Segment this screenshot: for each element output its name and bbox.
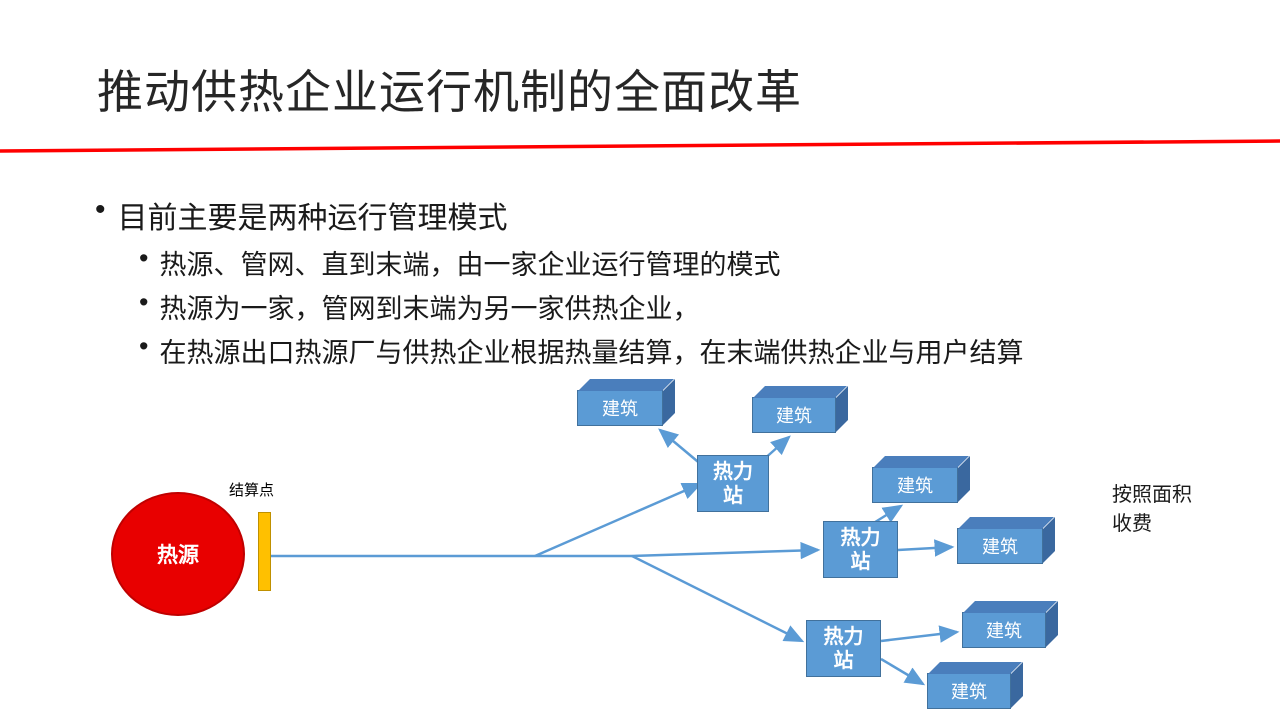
building-top-face (928, 662, 1022, 674)
connector-s3-building-6 (880, 657, 926, 686)
building-node: 建筑 (752, 397, 836, 433)
building-side-face (958, 456, 970, 502)
bullet-level2-item: • 热源、管网、直到末端，由一家企业运行管理的模式 (139, 243, 780, 282)
connector-s3-building-5 (880, 625, 960, 643)
bullet-level1-text: 目前主要是两种运行管理模式 (117, 202, 508, 235)
bullet-glyph: • (139, 331, 149, 361)
connector-to-station-2 (631, 541, 821, 560)
title-underline (0, 139, 1280, 153)
building-side-face (836, 386, 848, 432)
heat-station-node: 热力站 (697, 455, 769, 512)
heat-station-label: 热力站 (840, 526, 881, 573)
building-label: 建筑 (951, 682, 987, 702)
connector-s1-building-1 (658, 428, 704, 467)
building-label: 建筑 (602, 399, 638, 419)
heat-station-node: 热力站 (823, 521, 898, 578)
building-side-face (663, 379, 675, 425)
bullet-glyph: • (139, 243, 149, 273)
heat-source-label: 热源 (157, 544, 199, 567)
building-label: 建筑 (776, 406, 812, 426)
heat-source-node: 热源 (111, 492, 245, 616)
bullet-level2-item: • 在热源出口热源厂与供热企业根据热量结算，在末端供热企业与用户结算 (139, 331, 1023, 370)
building-top-face (753, 386, 847, 398)
building-top-face (873, 456, 969, 468)
building-side-face (1011, 662, 1023, 708)
bullet-glyph: • (139, 287, 149, 317)
connector-to-station-1 (534, 482, 703, 558)
connector-s2-building-4 (897, 539, 955, 557)
building-top-face (963, 601, 1057, 613)
building-node: 建筑 (927, 673, 1011, 709)
heat-station-label: 热力站 (823, 625, 864, 672)
building-side-face (1043, 517, 1055, 563)
building-label: 建筑 (982, 537, 1018, 557)
bullet-level2-text: 热源、管网、直到末端，由一家企业运行管理的模式 (159, 250, 781, 280)
building-label: 建筑 (986, 621, 1022, 641)
building-node: 建筑 (962, 612, 1046, 648)
bullet-level2-text: 在热源出口热源厂与供热企业根据热量结算，在末端供热企业与用户结算 (159, 338, 1024, 368)
bullet-level1: • 目前主要是两种运行管理模式 (95, 193, 508, 237)
building-top-face (578, 379, 674, 391)
building-top-face (958, 517, 1054, 529)
heat-station-node: 热力站 (806, 620, 881, 677)
bullet-level2-item: • 热源为一家，管网到末端为另一家供热企业， (139, 287, 699, 326)
building-node: 建筑 (957, 528, 1043, 564)
building-side-face (1046, 601, 1058, 647)
settlement-point-bar (258, 512, 271, 591)
slide-title: 推动供热企业运行机制的全面改革 (97, 66, 802, 118)
building-label: 建筑 (897, 476, 933, 496)
area-fee-note: 按照面积 收费 (1112, 484, 1192, 535)
building-node: 建筑 (577, 390, 663, 426)
bullet-level2-text: 热源为一家，管网到末端为另一家供热企业， (159, 294, 700, 324)
building-node: 建筑 (872, 467, 958, 503)
settlement-point-label: 结算点 (229, 482, 275, 499)
heat-station-label: 热力站 (713, 460, 753, 507)
bullet-glyph: • (95, 193, 106, 226)
connector-to-station-3 (631, 554, 805, 643)
